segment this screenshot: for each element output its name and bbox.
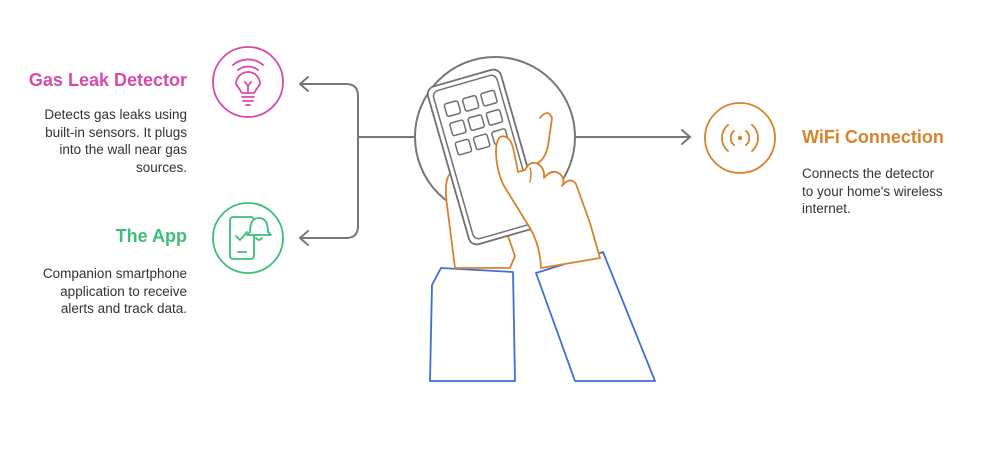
app-description-line: application to receive [60, 283, 187, 299]
wifi-connection-description: Connects the detector to your home's wir… [802, 165, 943, 218]
gas-leak-description-line: built-in sensors. It plugs [45, 124, 187, 140]
gas-leak-detector-title: Gas Leak Detector [28, 70, 187, 90]
app-description-line: Companion smartphone [42, 266, 187, 281]
gas-leak-description-line: sources. [135, 159, 187, 175]
right-hand [495, 135, 601, 269]
wifi-description-line: to your home's wireless [802, 183, 943, 199]
wireless-signal-icon [704, 102, 776, 174]
wifi-description-line: internet. [802, 201, 851, 216]
arrowhead-wifi [681, 129, 691, 145]
app-description-line: alerts and track data. [60, 301, 187, 316]
connectors [299, 76, 691, 246]
arrowhead-gas-leak [299, 76, 309, 92]
arrowhead-app [299, 230, 309, 246]
the-app-title: The App [115, 226, 187, 246]
connector-to-gas-leak [299, 83, 417, 138]
phone-notification-bell-icon [212, 202, 284, 274]
the-app-description: Companion smartphone application to rece… [43, 265, 187, 318]
connector-to-app [299, 136, 359, 239]
gas-sensor-bulb-icon [212, 46, 284, 118]
left-thumb [535, 112, 553, 165]
right-sleeve [535, 251, 656, 382]
gas-leak-detector-description: Detects gas leaks using built-in sensors… [44, 106, 187, 176]
hand-holding-keypad-illustration [414, 56, 656, 382]
left-sleeve [429, 267, 516, 382]
gas-leak-description-line: into the wall near gas [59, 142, 187, 157]
wifi-connection-title: WiFi Connection [802, 127, 944, 147]
wifi-description-line: Connects the detector [802, 166, 935, 181]
keypad-buttons [443, 89, 509, 156]
gas-leak-description-line: Detects gas leaks using [44, 107, 187, 122]
right-hand-finger-crease [529, 167, 532, 183]
